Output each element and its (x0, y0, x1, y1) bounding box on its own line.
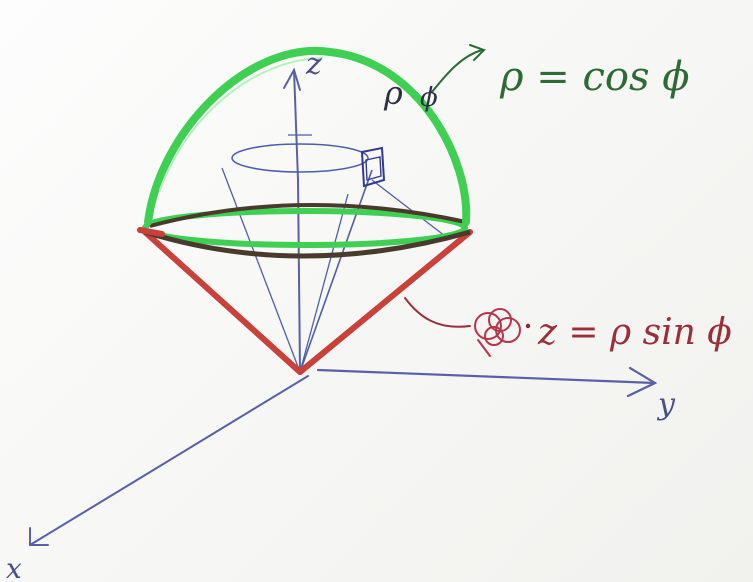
axes (29, 67, 658, 546)
cone (142, 229, 473, 375)
cone-interior-right (299, 193, 349, 373)
pointers (404, 44, 486, 328)
sphere-cap-arc-highlight (159, 57, 323, 191)
projection-line (371, 179, 446, 237)
x-axis (29, 375, 309, 546)
top-equation: ρ = cos ϕ (499, 54, 689, 100)
cone-interior-left (221, 167, 301, 373)
sphere-cap (144, 46, 471, 226)
cone-left-edge (142, 229, 303, 375)
bottom-pointer-line (404, 297, 471, 328)
rim-front-dark (144, 229, 471, 259)
z-axis-arrowhead (283, 67, 301, 91)
small-latitude-circle (231, 143, 369, 173)
rim (137, 203, 471, 259)
y-axis-arrowhead (626, 366, 658, 398)
volume-element-box (360, 146, 386, 188)
rho-line (299, 169, 373, 373)
y-axis (316, 368, 657, 385)
top-pointer-arrowhead (469, 44, 486, 61)
rim-red-left (137, 227, 165, 237)
z-axis-label: z (305, 47, 322, 82)
bottom-equation: z = ρ sin ϕ (537, 312, 732, 353)
top-pointer-arrow (431, 49, 483, 93)
rim-back-dark (149, 203, 467, 228)
construction-lines (221, 134, 446, 373)
x-axis-label: x (6, 552, 22, 582)
volume-element (360, 146, 386, 188)
scribble-mark (474, 308, 531, 357)
y-axis-label: y (656, 387, 676, 422)
text-labels: z y x ρ ϕ ρ = cos ϕ z = ρ sin ϕ (6, 47, 732, 582)
phi-point-label: ϕ (420, 83, 438, 113)
sphere-cap-arc (144, 46, 471, 226)
rho-point-label: ρ (383, 74, 403, 112)
volume-element-inner (365, 156, 382, 181)
x-axis-arrowhead (29, 527, 49, 546)
cone-right-edge (297, 229, 473, 375)
z-axis (293, 69, 301, 373)
